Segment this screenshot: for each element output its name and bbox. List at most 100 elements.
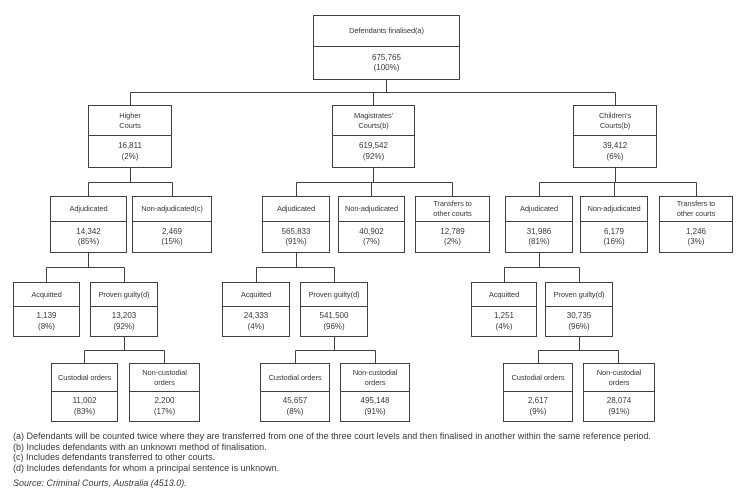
node-value: 495,148 — [360, 396, 390, 406]
footnote-c: (c) Includes defendants transferred to o… — [13, 452, 216, 462]
node-percent: (91%) — [608, 406, 630, 416]
node-percent: (96%) — [568, 321, 590, 331]
footnotes-block: (a) Defendants will be counted twice whe… — [13, 431, 739, 489]
node-label: Acquitted — [472, 283, 536, 307]
node-label: Transfers to other courts — [416, 197, 489, 222]
node-label: Custodial orders — [261, 364, 329, 392]
node-percent: (81%) — [528, 237, 550, 246]
node-label: Non-custodial orders — [341, 364, 409, 392]
node-value: 14,342 — [76, 226, 101, 236]
node-value: 28,074 — [606, 396, 632, 406]
node-percent: (96%) — [323, 321, 345, 331]
node-percent: (8%) — [38, 321, 55, 331]
node-childrens-non-custodial-orders: Non-custodial orders 28,074 (91%) — [583, 363, 655, 422]
node-percent: (16%) — [603, 237, 625, 246]
node-percent: (92%) — [113, 321, 135, 331]
node-label: Acquitted — [14, 283, 79, 307]
node-childrens-proven-guilty: Proven guilty(d) 30,735 (96%) — [545, 282, 613, 337]
node-childrens-adjudicated: Adjudicated 31,986 (81%) — [505, 196, 573, 253]
node-value: 31,986 — [526, 226, 552, 236]
node-label: Adjudicated — [506, 197, 572, 222]
node-percent: (15%) — [161, 237, 183, 246]
node-value: 30,735 — [566, 311, 592, 321]
node-label: Proven guilty(d) — [546, 283, 612, 307]
node-value: 40,902 — [359, 226, 384, 236]
node-value: 1,139 — [36, 311, 57, 321]
node-value: 619,542 — [359, 141, 388, 151]
node-label: Adjudicated — [263, 197, 329, 222]
node-magistrates-adjudicated: Adjudicated 565,833 (91%) — [262, 196, 330, 253]
footnote-b: (b) Includes defendants with an unknown … — [13, 441, 267, 452]
node-value: 12,789 — [440, 226, 465, 236]
node-value: 16,811 — [118, 141, 142, 151]
node-defendants-finalised: Defendants finalised(a) 675,765 (100%) — [313, 15, 460, 80]
node-label: Transfers to other courts — [660, 197, 732, 222]
node-value: 2,617 — [527, 396, 549, 406]
node-label: Children's Courts(b) — [574, 106, 656, 136]
node-value: 24,333 — [243, 311, 269, 321]
node-higher-acquitted: Acquitted 1,139 (8%) — [13, 282, 80, 337]
node-value: 541,500 — [319, 311, 349, 321]
node-magistrates-custodial-orders: Custodial orders 45,657 (8%) — [260, 363, 330, 422]
node-value: 675,765 — [372, 52, 401, 62]
node-childrens-non-adjudicated: Non-adjudicated 6,179 (16%) — [580, 196, 648, 253]
node-value: 45,657 — [282, 396, 308, 406]
footnote-d: (d) Includes defendants for whom a princ… — [13, 462, 280, 473]
node-percent: (2%) — [121, 151, 139, 161]
node-magistrates-non-custodial-orders: Non-custodial orders 495,148 (91%) — [340, 363, 410, 422]
node-label: Non-custodial orders — [130, 364, 199, 392]
node-label: Non-custodial orders — [584, 364, 654, 392]
node-value: 2,469 — [161, 226, 183, 236]
node-value: 11,002 — [72, 396, 97, 406]
node-label: Custodial orders — [52, 364, 117, 392]
node-label: Custodial orders — [504, 364, 572, 392]
node-higher-non-custodial-orders: Non-custodial orders 2,200 (17%) — [129, 363, 200, 422]
node-higher-custodial-orders: Custodial orders 11,002 (83%) — [51, 363, 118, 422]
node-label: Proven guilty(d) — [301, 283, 367, 307]
node-percent: (4%) — [247, 321, 265, 331]
node-childrens-acquitted: Acquitted 1,251 (4%) — [471, 282, 537, 337]
node-percent: (4%) — [495, 321, 513, 331]
node-label: Magistrates' Courts(b) — [333, 106, 414, 136]
node-label: Non-adjudicated — [339, 197, 404, 222]
node-magistrates-transfers: Transfers to other courts 12,789 (2%) — [415, 196, 490, 253]
node-percent: (100%) — [373, 63, 400, 72]
node-label: Non-adjudicated(c) — [133, 197, 211, 222]
node-label: Higher Courts — [89, 106, 171, 136]
node-label: Proven guilty(d) — [91, 283, 157, 307]
node-childrens-custodial-orders: Custodial orders 2,617 (9%) — [503, 363, 573, 422]
node-percent: (92%) — [362, 151, 385, 161]
node-value: 565,833 — [281, 226, 311, 236]
node-percent: (83%) — [73, 406, 96, 416]
node-magistrates-acquitted: Acquitted 24,333 (4%) — [222, 282, 290, 337]
node-higher-non-adjudicated: Non-adjudicated(c) 2,469 (15%) — [132, 196, 212, 253]
node-percent: (2%) — [444, 237, 461, 246]
node-magistrates-non-adjudicated: Non-adjudicated 40,902 (7%) — [338, 196, 405, 253]
footnote-a: (a) Defendants will be counted twice whe… — [13, 431, 651, 441]
node-higher-adjudicated: Adjudicated 14,342 (85%) — [50, 196, 127, 253]
node-higher-courts: Higher Courts 16,811 (2%) — [88, 105, 172, 168]
node-label: Defendants finalised(a) — [314, 16, 459, 47]
node-value: 1,246 — [685, 226, 707, 236]
node-label: Acquitted — [223, 283, 289, 307]
node-value: 13,203 — [111, 311, 137, 321]
node-percent: (7%) — [363, 237, 380, 246]
node-childrens-transfers: Transfers to other courts 1,246 (3%) — [659, 196, 733, 253]
node-higher-proven-guilty: Proven guilty(d) 13,203 (92%) — [90, 282, 158, 337]
node-value: 39,412 — [602, 141, 628, 151]
node-percent: (8%) — [286, 406, 304, 416]
node-percent: (3%) — [687, 237, 705, 246]
node-percent: (91%) — [364, 406, 386, 416]
node-childrens-courts: Children's Courts(b) 39,412 (6%) — [573, 105, 657, 168]
node-percent: (17%) — [153, 406, 176, 416]
node-value: 6,179 — [603, 226, 625, 236]
node-label: Non-adjudicated — [581, 197, 647, 222]
node-percent: (85%) — [77, 237, 100, 246]
node-magistrates-proven-guilty: Proven guilty(d) 541,500 (96%) — [300, 282, 368, 337]
node-value: 2,200 — [154, 396, 175, 406]
node-percent: (91%) — [285, 237, 307, 246]
node-percent: (6%) — [606, 151, 624, 161]
node-value: 1,251 — [493, 311, 515, 321]
